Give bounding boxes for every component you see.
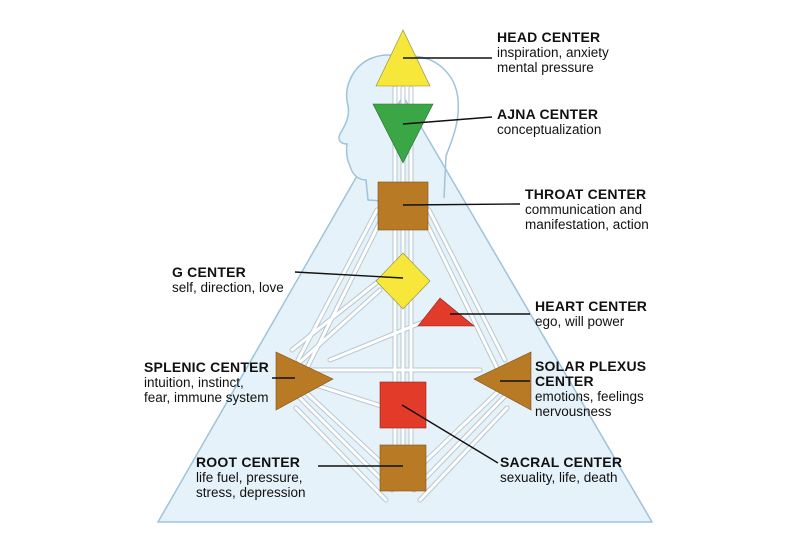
- solar-plexus-center-desc-1: emotions, feelings: [535, 389, 644, 404]
- throat-center-title: THROAT CENTER: [525, 186, 647, 202]
- splenic-center-shape: [275, 351, 334, 411]
- ajna-center-title: AJNA CENTER: [497, 106, 599, 122]
- head-center-desc-1: inspiration, anxiety: [497, 45, 609, 60]
- ajna-center-desc-1: conceptualization: [497, 122, 602, 137]
- splenic-center-title: SPLENIC CENTER: [144, 359, 269, 375]
- sacral-center-label: SACRAL CENTER sexuality, life, death: [500, 454, 623, 486]
- splenic-center-desc-1: intuition, instinct,: [144, 375, 244, 390]
- heart-center-label: HEART CENTER ego, will power: [535, 298, 648, 330]
- head-outline-right: [409, 55, 460, 199]
- solar-plexus-center-title: SOLAR PLEXUS: [535, 358, 647, 374]
- root-center-desc-2: stress, depression: [196, 485, 306, 500]
- solar-plexus-center-label: SOLAR PLEXUS CENTER emotions, feelings n…: [535, 358, 647, 420]
- throat-center-shape: [377, 181, 429, 231]
- solar-plexus-center-title-2: CENTER: [535, 373, 594, 389]
- sacral-center-desc-1: sexuality, life, death: [500, 470, 618, 485]
- head-center-label: HEAD CENTER inspiration, anxiety mental …: [497, 29, 609, 76]
- ajna-center-shape: [372, 103, 434, 164]
- heart-center-title: HEART CENTER: [535, 298, 648, 314]
- heart-center-desc-1: ego, will power: [535, 314, 625, 329]
- ajna-center-label: AJNA CENTER conceptualization: [497, 106, 602, 138]
- head-center-desc-2: mental pressure: [497, 60, 594, 75]
- g-center-shape: [375, 252, 431, 310]
- head-center-title: HEAD CENTER: [497, 29, 601, 45]
- throat-center-desc-1: communication and: [525, 202, 643, 217]
- splenic-center-label: SPLENIC CENTER intuition, instinct, fear…: [144, 359, 269, 406]
- leader-lines: [272, 57, 530, 467]
- root-center-shape: [379, 444, 427, 492]
- throat-center-label: THROAT CENTER communication and manifest…: [525, 186, 649, 233]
- g-center-title: G CENTER: [172, 264, 246, 280]
- sacral-center-title: SACRAL CENTER: [500, 454, 623, 470]
- root-center-title: ROOT CENTER: [196, 454, 301, 470]
- solar-plexus-center-desc-2: nervousness: [535, 404, 612, 419]
- root-center-desc-1: life fuel, pressure,: [196, 470, 303, 485]
- g-center-label: G CENTER self, direction, love: [172, 264, 284, 296]
- g-center-desc-1: self, direction, love: [172, 280, 284, 295]
- heart-center-shape: [417, 297, 475, 327]
- throat-center-desc-2: manifestation, action: [525, 217, 649, 232]
- splenic-center-desc-2: fear, immune system: [144, 390, 269, 405]
- root-center-label: ROOT CENTER life fuel, pressure, stress,…: [196, 454, 306, 501]
